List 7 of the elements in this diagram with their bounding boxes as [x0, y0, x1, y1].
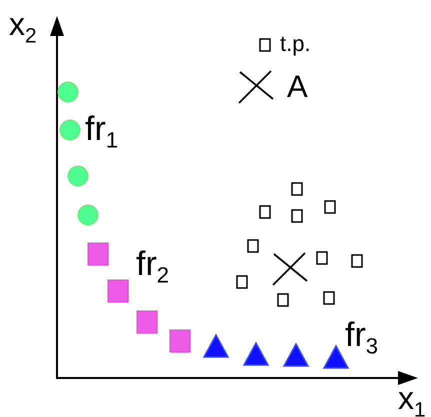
- front-label: fr$_{1}$: [85, 112, 118, 146]
- axis-label: x$_{2}$: [9, 8, 37, 40]
- legend-label: A: [287, 71, 308, 102]
- front-label: fr$_{3}$: [345, 318, 378, 352]
- axis-label: x$_{1}$: [398, 382, 426, 414]
- legend-label: t.p.: [280, 33, 311, 55]
- front-label: fr$_{2}$: [136, 247, 170, 281]
